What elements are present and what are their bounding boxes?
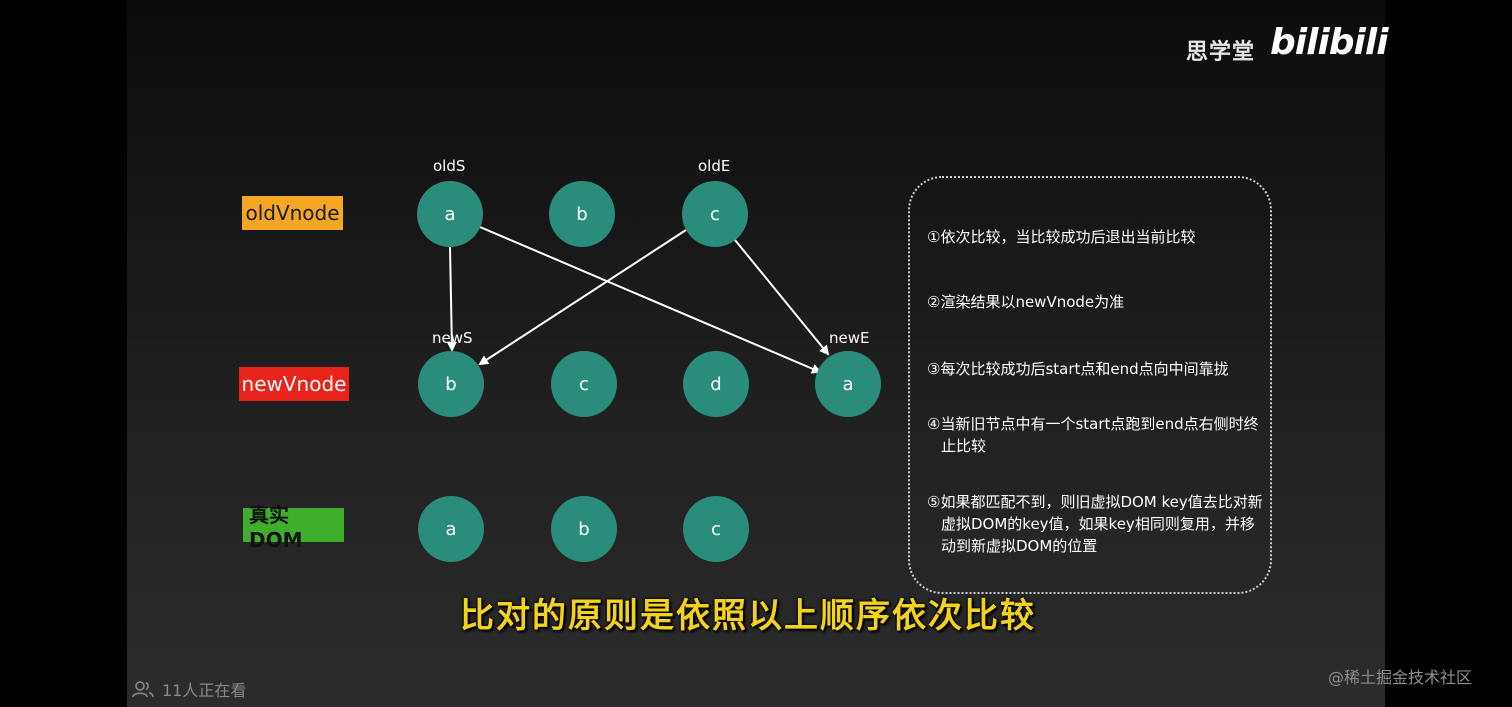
video-subtitle: 比对的原则是依照以上顺序依次比较	[460, 596, 1036, 636]
rules-box	[908, 176, 1272, 594]
new-node-3: d	[683, 351, 749, 417]
dom-node-2: b	[551, 496, 617, 562]
bilibili-logo: bilibili	[1270, 22, 1389, 63]
pointer-new-end: newE	[829, 329, 870, 347]
video-frame[interactable]	[127, 0, 1385, 707]
arrow-old-c-to-new-b	[478, 229, 687, 366]
dom-node-3: c	[683, 496, 749, 562]
rule-1: ①依次比较，当比较成功后退出当前比较	[927, 228, 1196, 246]
arrow-old-a-to-new-b	[446, 246, 457, 352]
rule-4: ④当新旧节点中有一个start点跑到end点右侧时终止比较	[927, 415, 1259, 455]
arrow-old-c-to-new-a	[734, 239, 830, 356]
rule-5: ⑤如果都匹配不到，则旧虚拟DOM key值去比对新虚拟DOM的key值，如果ke…	[927, 493, 1263, 555]
viewer-count-text: 11人正在看	[162, 681, 247, 700]
arrow-old-a-to-new-a	[479, 226, 822, 374]
viewer-count: 11人正在看	[132, 677, 246, 701]
newvnode-label: newVnode	[239, 367, 349, 401]
rule-3: ③每次比较成功后start点和end点向中间靠拢	[927, 360, 1229, 378]
new-node-4: a	[815, 351, 881, 417]
channel-logo-text: 思学堂	[1186, 40, 1256, 65]
pointer-old-end: oldE	[698, 157, 731, 175]
dom-node-1: a	[418, 496, 484, 562]
rule-2: ②渲染结果以newVnode为准	[927, 293, 1125, 311]
old-node-2: b	[549, 181, 615, 247]
watermark: @稀土掘金技术社区	[1328, 668, 1473, 687]
old-node-1: a	[417, 181, 483, 247]
new-node-1: b	[418, 351, 484, 417]
old-node-3: c	[682, 181, 748, 247]
new-node-2: c	[551, 351, 617, 417]
oldvnode-label: oldVnode	[242, 196, 343, 230]
people-icon	[132, 681, 154, 698]
pointer-old-start: oldS	[433, 157, 466, 175]
